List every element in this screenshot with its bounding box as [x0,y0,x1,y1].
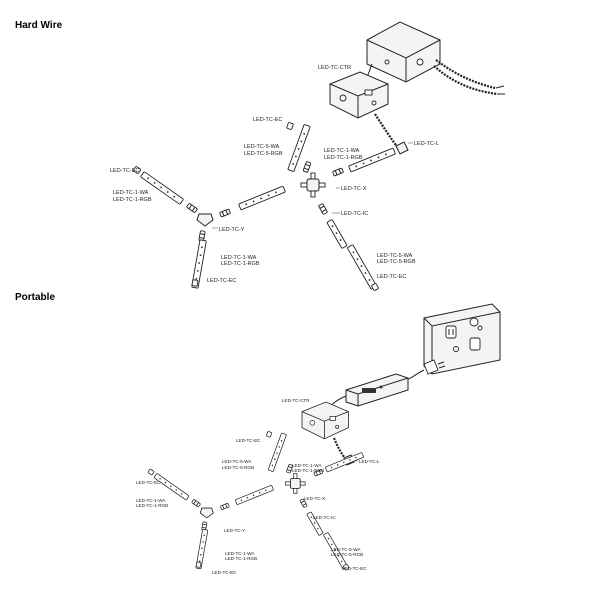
connector-icon [219,502,230,511]
controller-icon [329,71,389,119]
label-strip-wa: LED-TC-1-WA [136,498,166,503]
power-supply-icon [345,373,409,407]
label-strip-wa: LED-TC-5-WA [331,547,361,552]
end-cap-icon [147,468,155,476]
label-strip-rgb: LED-TC-1-RGB [225,556,257,561]
label-strip-rgb: LED-TC-1-RGB [136,503,168,508]
connector-icon [218,208,232,218]
strip-right [346,244,378,290]
end-cap-icon [191,279,199,287]
label-end-cap: LED-TC-EC [253,117,282,123]
label-strip-wa: LED-TC-5-WA [222,459,252,464]
strip-x-to-y [238,185,286,211]
l-connector-icon [395,141,409,155]
label-strip-wa: LED-TC-5-WA [244,144,280,150]
strip-l-to-x [324,451,365,473]
label-end-cap: LED-TC-EC [136,480,161,485]
label-strip-rgb: LED-TC-5-RGB [331,552,363,557]
label-strip-wa: LED-TC-1-WA [324,148,360,154]
label-strip-rgb: LED-TC-1-RGB [292,468,324,473]
label-l-connector: LED-TC-L [414,141,439,147]
label-strip-rgb: LED-TC-1-RGB [324,155,363,161]
connector-icon [186,202,198,214]
x-connector-icon [300,172,326,198]
label-strip-rgb: LED-TC-1-RGB [221,261,260,267]
portable-diagram: LED-TC-CTR LED-TC-L LED-TC-EC LED-TC-5-W… [136,303,501,575]
label-end-cap: LED-TC-EC [342,566,367,571]
label-end-cap: LED-TC-EC [377,274,406,280]
label-strip-rgb: LED-TC-1-RGB [113,197,152,203]
label-x-connector: LED-TC-X [341,186,367,192]
end-cap-icon [195,561,202,568]
controller-icon [301,401,349,440]
strip-left [153,472,190,501]
label-controller: LED-TC-CTR [318,65,351,71]
label-strip-wa: LED-TC-1-WA [113,190,149,196]
wall-outlet-icon [423,303,501,375]
y-connector-icon [196,213,214,227]
hardwire-title: Hard Wire [15,20,63,31]
label-ic-connector: LED-TC-IC [341,211,368,217]
strip-top [267,432,287,473]
label-end-cap: LED-TC-EC [207,278,236,284]
label-strip-wa: LED-TC-1-WA [225,551,255,556]
y-connector-icon [199,507,214,519]
junction-box-icon [366,21,505,96]
label-l-connector: LED-TC-L [359,459,380,464]
label-x-connector: LED-TC-X [304,496,325,501]
label-strip-rgb: LED-TC-5-RGB [244,151,283,157]
strip-ic [326,219,348,249]
hardwire-diagram: LED-TC-CTR LED-TC-L LED-TC-EC LED-TC-5-W… [110,21,505,292]
label-end-cap: LED-TC-EC [110,168,139,174]
end-cap-icon [286,121,294,131]
end-cap-icon [265,430,273,438]
label-controller: LED-TC-CTR [282,398,310,403]
label-y-connector: LED-TC-Y [219,227,245,233]
label-ic-connector: LED-TC-IC [313,515,336,520]
label-y-connector: LED-TC-Y [224,528,245,533]
connector-icon [302,160,312,174]
label-end-cap: LED-TC-EC [212,570,237,575]
connector-icon [191,498,201,508]
label-strip-wa: LED-TC-5-WA [377,253,413,259]
portable-title: Portable [15,292,56,303]
label-end-cap: LED-TC-EC [236,438,261,443]
strip-x-to-y [234,484,274,506]
label-strip-rgb: LED-TC-5-RGB [377,259,416,265]
x-connector-icon [285,473,306,494]
label-strip-rgb: LED-TC-5-RGB [222,465,254,470]
label-strip-wa: LED-TC-1-WA [221,255,257,261]
connector-icon [317,202,329,216]
connector-icon [331,167,345,177]
label-strip-wa: LED-TC-1-WA [292,463,322,468]
